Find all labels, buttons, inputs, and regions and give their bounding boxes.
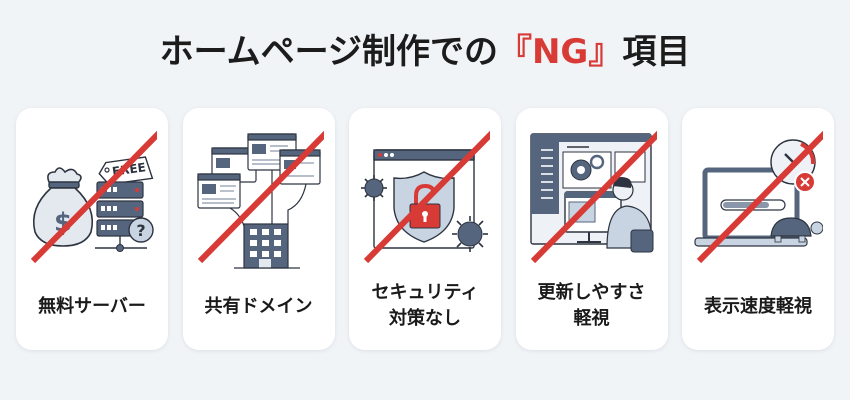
card-label: 無料サーバー: [38, 296, 146, 317]
page-title: ホームページ制作での『NG』項目: [0, 30, 850, 74]
money-bag-icon: $: [32, 167, 94, 247]
prohibited-slash-icon: [696, 130, 823, 264]
card-shared-domain: 共有ドメイン: [182, 108, 335, 350]
card-update-ease: 更新しやすさ 軽視: [515, 108, 668, 350]
person-icon: [605, 177, 653, 253]
card-label: 表示速度軽視: [704, 296, 812, 317]
cms-update-icon: [529, 130, 657, 264]
free-server-icon: $ FREE: [30, 130, 157, 264]
cms-dashboard-icon: [529, 133, 652, 245]
connection-lines: [229, 170, 307, 227]
svg-text:?: ?: [136, 221, 145, 240]
office-building-icon: [233, 223, 300, 269]
card-display-speed: 表示速度軽視: [682, 108, 834, 350]
security-unlocked-icon: [361, 130, 490, 264]
ng-card-list: $ FREE: [16, 108, 834, 350]
card-label: 共有ドメイン: [204, 296, 313, 317]
prohibited-slash-icon: [197, 130, 324, 264]
prohibited-slash-icon: [30, 130, 157, 264]
card-label-line1: セキュリティ: [371, 282, 479, 303]
card-label: セキュリティ 対策なし: [349, 280, 501, 332]
card-label-line2: 対策なし: [389, 308, 461, 329]
card-label-line2: 軽視: [573, 308, 610, 329]
slow-speed-icon: [694, 130, 823, 264]
browser-windows-icon: [196, 133, 321, 209]
virus-icon: [452, 216, 488, 252]
card-label: 更新しやすさ 軽視: [516, 280, 668, 332]
turtle-icon: [770, 217, 823, 243]
prohibited-slash-icon: [530, 130, 657, 264]
virus-icon: [361, 175, 387, 201]
title-ng-highlight: 『NG』: [497, 32, 623, 72]
card-no-security: セキュリティ 対策なし: [349, 108, 501, 350]
shared-domain-icon: [196, 130, 324, 269]
svg-text:$: $: [54, 208, 72, 238]
prohibited-slash-icon: [363, 130, 490, 264]
question-mark-icon: ?: [128, 217, 154, 243]
card-free-server: $ FREE: [16, 108, 168, 350]
card-label-line1: 更新しやすさ: [537, 282, 646, 303]
error-x-icon: [794, 171, 816, 193]
title-suffix: 項目: [622, 32, 691, 72]
title-prefix: ホームページ制作での: [159, 32, 498, 72]
